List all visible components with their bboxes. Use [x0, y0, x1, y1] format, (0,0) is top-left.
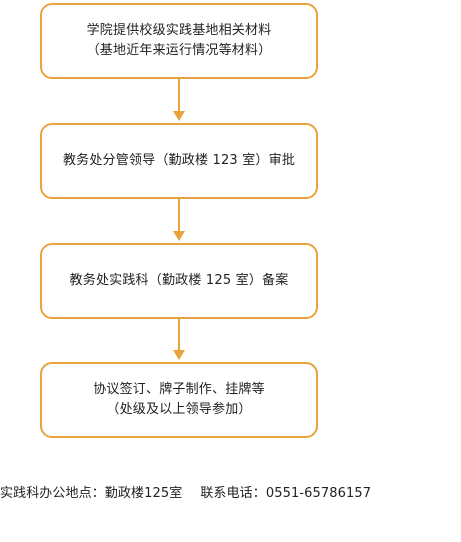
step-text-line: 教务处分管领导（勤政楼 123 室）审批	[62, 153, 296, 168]
flow-step-agreement-signing: 协议签订、牌子制作、挂牌等 （处级及以上领导参加）	[40, 362, 318, 438]
office-location-text: 实践科办公地点：勤政楼125室	[0, 486, 183, 501]
flow-step-approval: 教务处分管领导（勤政楼 123 室）审批	[40, 123, 318, 199]
step-text-line: 教务处实践科（勤政楼 125 室）备案	[69, 273, 289, 288]
step-text-note: （基地近年来运行情况等材料）	[86, 43, 272, 58]
arrow-step3-to-step4	[173, 319, 185, 360]
step-text-line: 学院提供校级实践基地相关材料	[86, 23, 272, 38]
step-text-line: 协议签订、牌子制作、挂牌等	[93, 382, 265, 397]
flow-step-filing: 教务处实践科（勤政楼 125 室）备案	[40, 243, 318, 319]
phone-number-text: 联系电话：0551-65786157	[200, 486, 372, 501]
contact-info: 实践科办公地点：勤政楼125室 联系电话：0551-65786157	[0, 482, 371, 501]
flow-step-provide-materials: 学院提供校级实践基地相关材料 （基地近年来运行情况等材料）	[40, 3, 318, 79]
step-text-note: （处级及以上领导参加）	[106, 402, 252, 417]
arrow-step2-to-step3	[173, 199, 185, 241]
arrow-step1-to-step2	[173, 79, 185, 121]
